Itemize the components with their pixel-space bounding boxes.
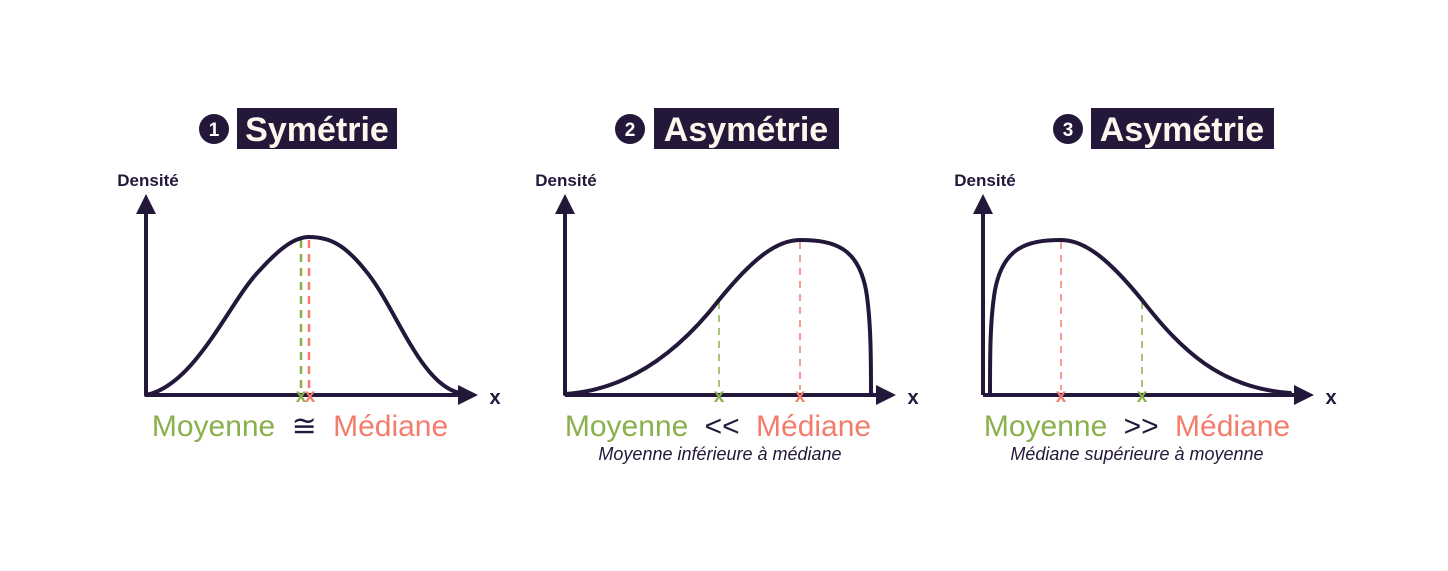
median-marker: x	[795, 386, 806, 407]
density-curve	[144, 234, 462, 397]
panel-title: 1 Symétrie	[199, 108, 397, 149]
badge-number: 3	[1063, 120, 1074, 141]
caption-relation: ≅	[292, 410, 317, 443]
caption-relation: <<	[705, 410, 740, 443]
subcaption: Moyenne inférieure à médiane	[598, 444, 841, 464]
title-label: Symétrie	[245, 111, 389, 149]
caption-mean: Moyenne	[565, 410, 688, 443]
panel-symmetry: 1 Symétrie Densité x x x Moyenne ≅ Média…	[117, 108, 501, 443]
title-background	[654, 108, 839, 149]
x-axis-label: x	[489, 387, 500, 409]
panel-title: 3 Asymétrie	[1053, 108, 1274, 149]
caption-mean: Moyenne	[984, 410, 1107, 443]
y-axis-label: Densité	[117, 171, 178, 190]
caption-median: Médiane	[1175, 410, 1290, 443]
y-axis-label: Densité	[535, 171, 596, 190]
caption: Moyenne >> Médiane	[984, 410, 1290, 443]
badge-circle	[615, 114, 645, 144]
title-label: Asymétrie	[1100, 111, 1264, 149]
caption: Moyenne ≅ Médiane	[152, 410, 448, 443]
mean-marker: x	[296, 386, 307, 407]
panel-title: 2 Asymétrie	[615, 108, 839, 149]
badge-circle	[1053, 114, 1083, 144]
x-axis-label: x	[907, 387, 918, 409]
panel-positive-skew: 3 Asymétrie Densité x x x Moyenne >> Méd…	[954, 108, 1337, 464]
caption-median: Médiane	[756, 410, 871, 443]
title-label: Asymétrie	[664, 111, 828, 149]
subcaption: Médiane supérieure à moyenne	[1010, 444, 1263, 464]
caption-median: Médiane	[333, 410, 448, 443]
median-marker: x	[1056, 386, 1067, 407]
badge-number: 1	[209, 120, 220, 141]
y-axis-label: Densité	[954, 171, 1015, 190]
density-curve	[988, 237, 1292, 397]
caption: Moyenne << Médiane	[565, 410, 871, 443]
panel-negative-skew: 2 Asymétrie Densité x x x Moyenne << Méd…	[535, 108, 919, 464]
median-marker: x	[305, 386, 316, 407]
mean-marker: x	[1137, 386, 1148, 407]
badge-number: 2	[625, 120, 636, 141]
badge-circle	[199, 114, 229, 144]
title-background	[1091, 108, 1274, 149]
title-background	[237, 108, 397, 149]
caption-mean: Moyenne	[152, 410, 275, 443]
caption-relation: >>	[1124, 410, 1159, 443]
x-axis-label: x	[1325, 387, 1336, 409]
density-curve	[563, 237, 873, 397]
mean-marker: x	[714, 386, 725, 407]
